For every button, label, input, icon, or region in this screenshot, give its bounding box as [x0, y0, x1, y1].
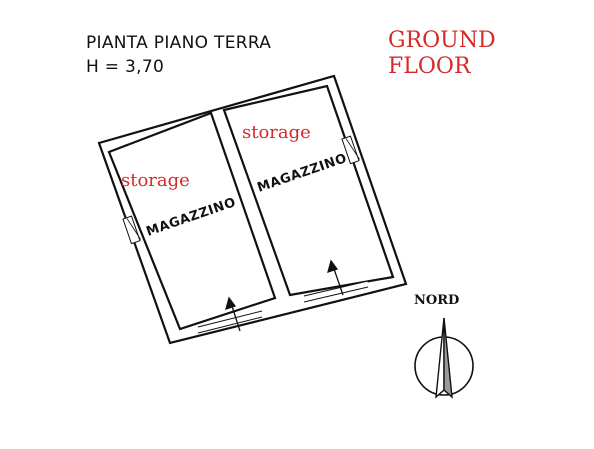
floor-label-line2: FLOOR	[388, 54, 471, 79]
door-openings	[197, 281, 369, 333]
plan-title: PIANTA PIANO TERRA H = 3,70	[86, 31, 271, 79]
outer-wall	[97, 74, 408, 345]
plan-title-line1: PIANTA PIANO TERRA	[86, 33, 272, 53]
room-name-right: MAGAZZINO	[255, 151, 349, 196]
room-note-right: storage	[242, 122, 311, 143]
north-compass: NORD	[414, 293, 474, 399]
left-room-inner-wall	[107, 111, 277, 331]
window-right	[341, 135, 360, 165]
window-left	[122, 215, 141, 245]
windows	[122, 135, 360, 245]
compass-needle-icon	[435, 317, 453, 399]
floor-label-line1: GROUND	[388, 28, 496, 53]
room-name-left: MAGAZZINO	[144, 195, 238, 240]
entry-arrows	[225, 259, 344, 332]
entry-arrow-left	[225, 296, 237, 311]
floor-label: GROUND FLOOR	[388, 28, 496, 80]
plan-height-line: H = 3,70	[86, 57, 165, 77]
entry-arrow-right	[327, 259, 339, 274]
room-note-left: storage	[121, 170, 190, 191]
door-thresholds	[197, 280, 369, 334]
right-room-inner-wall	[222, 84, 395, 297]
building-walls	[97, 74, 408, 345]
north-label: NORD	[414, 293, 459, 308]
